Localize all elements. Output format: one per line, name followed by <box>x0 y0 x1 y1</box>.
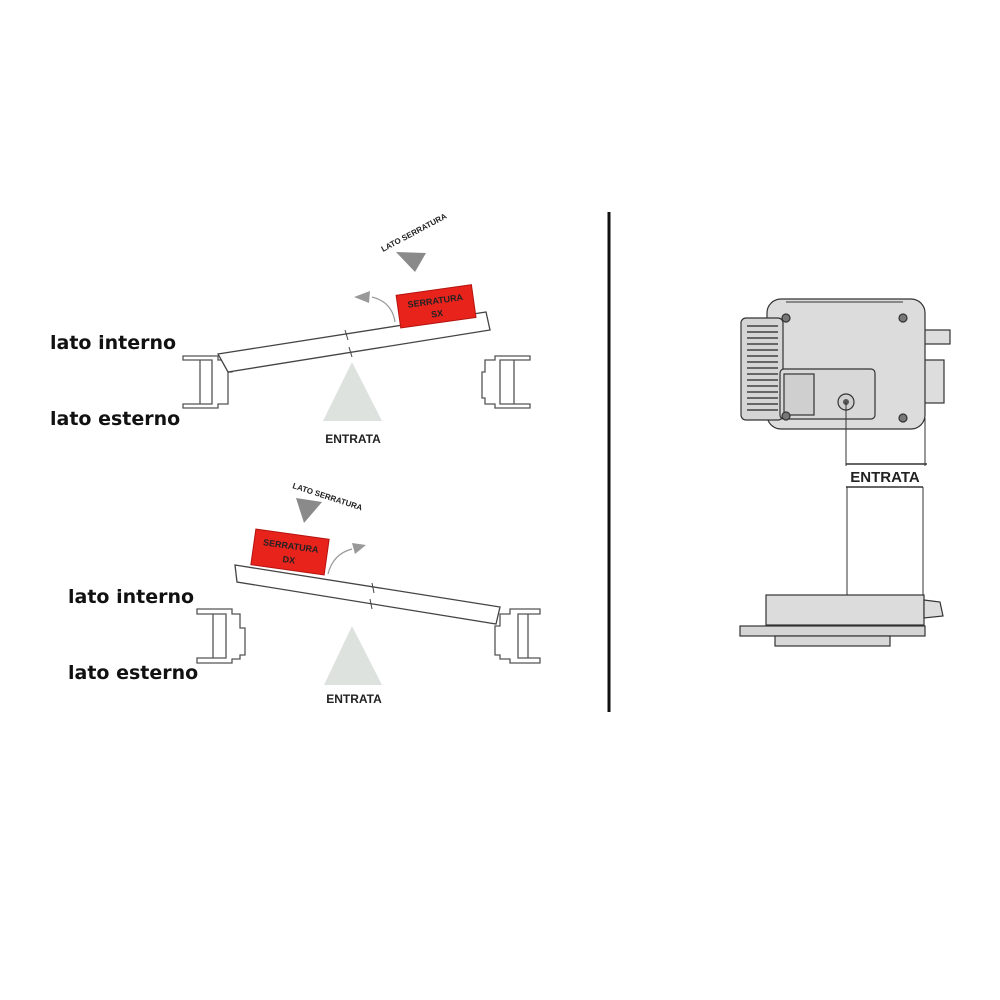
bottom-label-inside: lato interno <box>68 586 194 608</box>
entrance-triangle-icon <box>324 626 382 685</box>
latch-bolt <box>921 329 951 345</box>
lock-dx-box: SERRATURA DX <box>250 528 330 576</box>
bottom-entrance-label: ENTRATA <box>326 692 382 706</box>
lock-handle-slot <box>783 373 815 416</box>
right-door-frame <box>481 355 531 409</box>
lock-entrance-label: ENTRATA <box>850 469 920 486</box>
lock-sx-box: SERRATURA SX <box>395 284 477 329</box>
lock-side-view <box>765 594 925 626</box>
lock-side-label: LATO SERRATURA <box>380 211 449 253</box>
bottom-label-outside: lato esterno <box>68 662 198 684</box>
swing-arrow-head-icon <box>352 543 366 554</box>
right-door-frame <box>494 608 541 664</box>
top-label-outside: lato esterno <box>50 408 180 430</box>
door-leaf <box>234 564 501 625</box>
lock-measure-diagram <box>739 298 951 647</box>
swing-arrow-head-icon <box>354 291 370 303</box>
lock-side-arrow-icon <box>396 252 426 272</box>
lock-sx-line2: SX <box>430 308 443 320</box>
bottom-door-diagram: lato interno lato esterno SERRATURA DX L… <box>68 481 541 706</box>
entrance-triangle-icon <box>323 362 382 421</box>
swing-arrow-icon <box>327 548 353 575</box>
swing-arrow-icon <box>371 296 396 323</box>
top-entrance-label: ENTRATA <box>325 432 381 446</box>
top-door-diagram: lato interno lato esterno SERRATURA SX L… <box>50 211 531 446</box>
door-leaf <box>216 311 491 373</box>
lock-side-arrow-icon <box>296 498 322 523</box>
screw-icons <box>781 313 908 423</box>
lock-dx-line2: DX <box>282 554 296 566</box>
left-door-frame <box>196 608 246 664</box>
top-label-inside: lato interno <box>50 332 176 354</box>
